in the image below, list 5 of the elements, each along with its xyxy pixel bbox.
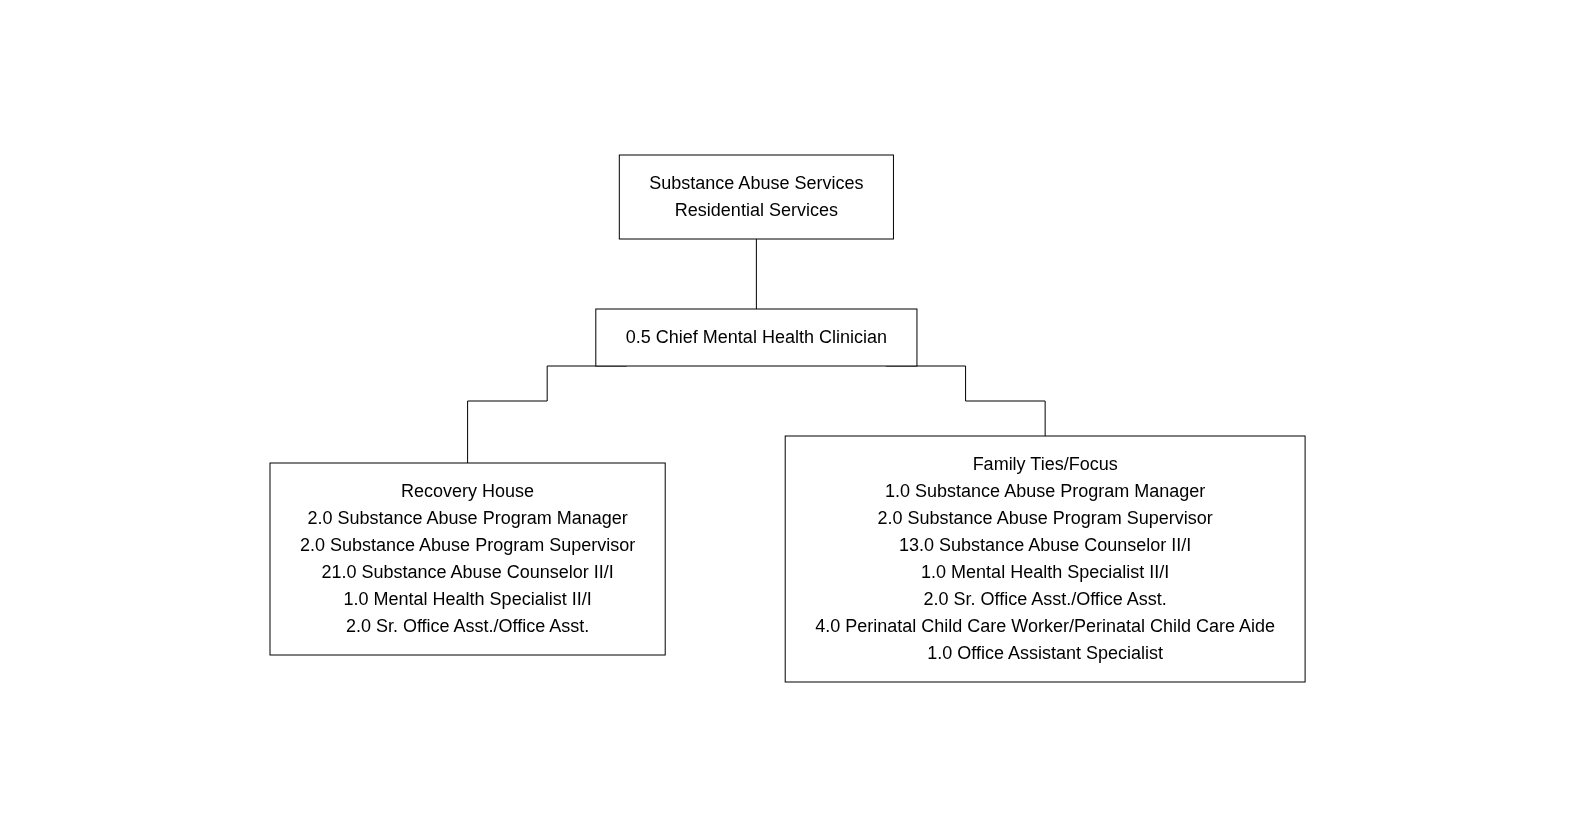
node-box: Substance Abuse Services Residential Services: [618, 154, 894, 239]
node-box: 0.5 Chief Mental Health Clinician: [595, 308, 918, 366]
connector: [755, 238, 757, 309]
node-box: Recovery House 2.0 Substance Abuse Program Manager 2.0 Substance Abuse Program Supervisor 21.0 Substance Abuse Counselor II/I 1.0 Mental Health Specialist II/I 2.0 Sr. Office Asst./Office Asst.: [269, 462, 666, 655]
node-box: Family Ties/Focus 1.0 Substance Abuse Program Manager 2.0 Substance Abuse Program Supervisor 13.0 Substance Abuse Counselor II/I 1.0 Mental Health Specialist II/I 2.0 Sr. Office Asst./Office Asst. 4.0 Perinatal Child Care Worker/Perinatal Child Care Aide 1.0 Office Assistant Specialist: [784, 435, 1306, 682]
